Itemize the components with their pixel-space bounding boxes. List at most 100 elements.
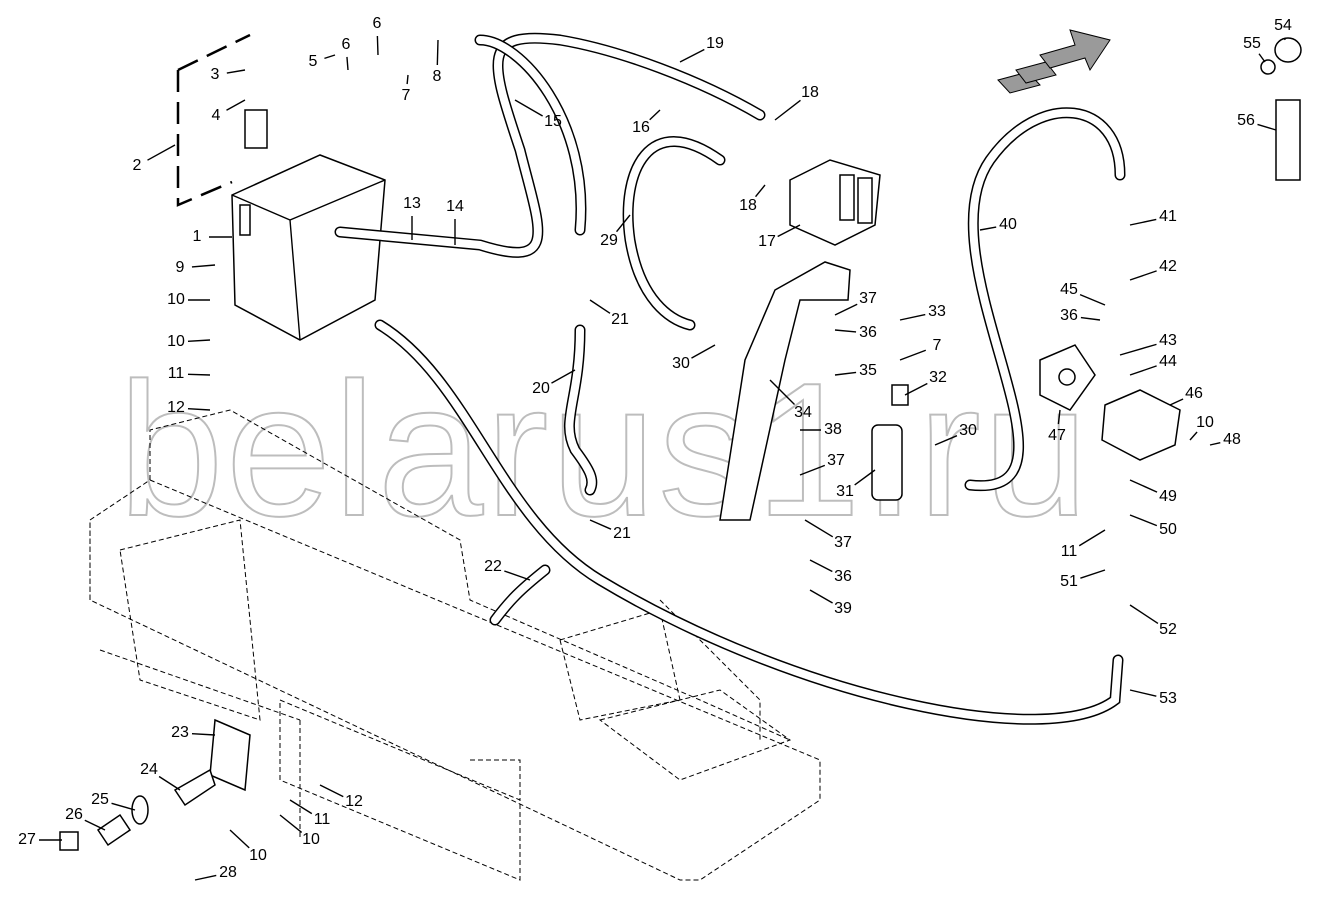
leader-line — [1129, 514, 1158, 527]
callout-18: 18 — [739, 197, 757, 214]
callout-38: 38 — [824, 421, 842, 438]
leader-line — [899, 349, 927, 361]
leader-line — [1189, 431, 1198, 441]
callout-8: 8 — [433, 68, 442, 85]
callout-10: 10 — [302, 831, 320, 848]
spare-hose — [1260, 37, 1302, 181]
leader-line — [834, 303, 858, 316]
leader-line — [1209, 441, 1221, 446]
callout-30: 30 — [672, 355, 690, 372]
callout-21: 21 — [611, 311, 629, 328]
leader-line — [187, 373, 211, 376]
callout-3: 3 — [211, 66, 220, 83]
hydraulic-tank — [176, 33, 386, 341]
leader-line — [319, 784, 344, 798]
leader-line — [1080, 569, 1106, 579]
leader-line — [904, 382, 928, 396]
callout-36: 36 — [834, 568, 852, 585]
leader-line — [1257, 123, 1277, 131]
leader-line — [84, 819, 106, 831]
leader-line — [934, 435, 958, 446]
callout-10: 10 — [249, 847, 267, 864]
leader-line — [899, 313, 926, 321]
leader-line — [1080, 316, 1101, 321]
callout-16: 16 — [632, 119, 650, 136]
leader-line — [111, 802, 136, 811]
callout-22: 22 — [484, 558, 502, 575]
leader-line — [194, 874, 217, 881]
pump — [1039, 344, 1181, 461]
leader-line — [1129, 479, 1158, 493]
callout-11: 11 — [1061, 543, 1078, 560]
leader-line — [289, 799, 313, 815]
leader-line — [755, 184, 766, 198]
callout-30: 30 — [959, 422, 977, 439]
leader-line — [514, 99, 543, 117]
callout-29: 29 — [600, 232, 618, 249]
callout-36: 36 — [859, 324, 877, 341]
callout-50: 50 — [1159, 521, 1177, 538]
leader-line — [834, 371, 857, 376]
callout-25: 25 — [91, 791, 109, 808]
leader-line — [191, 264, 216, 268]
leader-line — [187, 339, 211, 342]
leader-line — [187, 408, 211, 411]
leader-line — [229, 829, 250, 849]
callout-42: 42 — [1159, 258, 1177, 275]
callout-31: 31 — [836, 483, 854, 500]
leader-line — [854, 469, 876, 486]
leader-line — [376, 35, 379, 56]
leader-line — [769, 379, 796, 406]
leader-line — [1119, 343, 1157, 356]
callout-20: 20 — [532, 380, 550, 397]
callout-36: 36 — [1060, 307, 1078, 324]
leader-line — [1258, 53, 1266, 63]
leader-line — [147, 144, 176, 161]
callout-48: 48 — [1223, 431, 1241, 448]
callout-17: 17 — [758, 233, 776, 250]
leader-line — [504, 570, 531, 581]
leader-line — [436, 39, 439, 66]
callout-11: 11 — [168, 365, 185, 382]
leader-line — [649, 109, 661, 121]
tractor-frame — [89, 409, 821, 881]
callout-51: 51 — [1060, 573, 1078, 590]
leader-line — [589, 519, 612, 530]
callout-54: 54 — [1274, 17, 1292, 34]
callout-21: 21 — [613, 525, 631, 542]
leader-line — [777, 224, 801, 238]
leader-line — [226, 69, 246, 74]
leader-line — [804, 519, 834, 538]
callout-12: 12 — [167, 399, 185, 416]
callout-32: 32 — [929, 369, 947, 386]
callout-28: 28 — [219, 864, 237, 881]
callout-52: 52 — [1159, 621, 1177, 638]
rear-plate — [59, 718, 251, 851]
leader-line — [158, 775, 181, 791]
leader-line — [406, 74, 409, 85]
callout-19: 19 — [706, 35, 724, 52]
leader-line — [1129, 604, 1159, 624]
leader-line — [1129, 365, 1157, 376]
callout-33: 33 — [928, 303, 946, 320]
callout-44: 44 — [1159, 353, 1177, 370]
direction-arrow-icon — [997, 29, 1111, 94]
callout-10: 10 — [167, 333, 185, 350]
leader-line — [799, 464, 826, 476]
callout-10: 10 — [1196, 414, 1214, 431]
callout-47: 47 — [1048, 427, 1066, 444]
callout-9: 9 — [176, 259, 185, 276]
callout-26: 26 — [65, 806, 83, 823]
callout-53: 53 — [1159, 690, 1177, 707]
callout-7: 7 — [933, 337, 942, 354]
callout-27: 27 — [18, 831, 36, 848]
leader-line — [691, 344, 716, 359]
leader-line — [226, 99, 246, 111]
callout-14: 14 — [446, 198, 464, 215]
callout-46: 46 — [1185, 385, 1203, 402]
watermark: belarus1.ru — [118, 344, 1091, 556]
callout-10: 10 — [167, 291, 185, 308]
callout-49: 49 — [1159, 488, 1177, 505]
callout-23: 23 — [171, 724, 189, 741]
